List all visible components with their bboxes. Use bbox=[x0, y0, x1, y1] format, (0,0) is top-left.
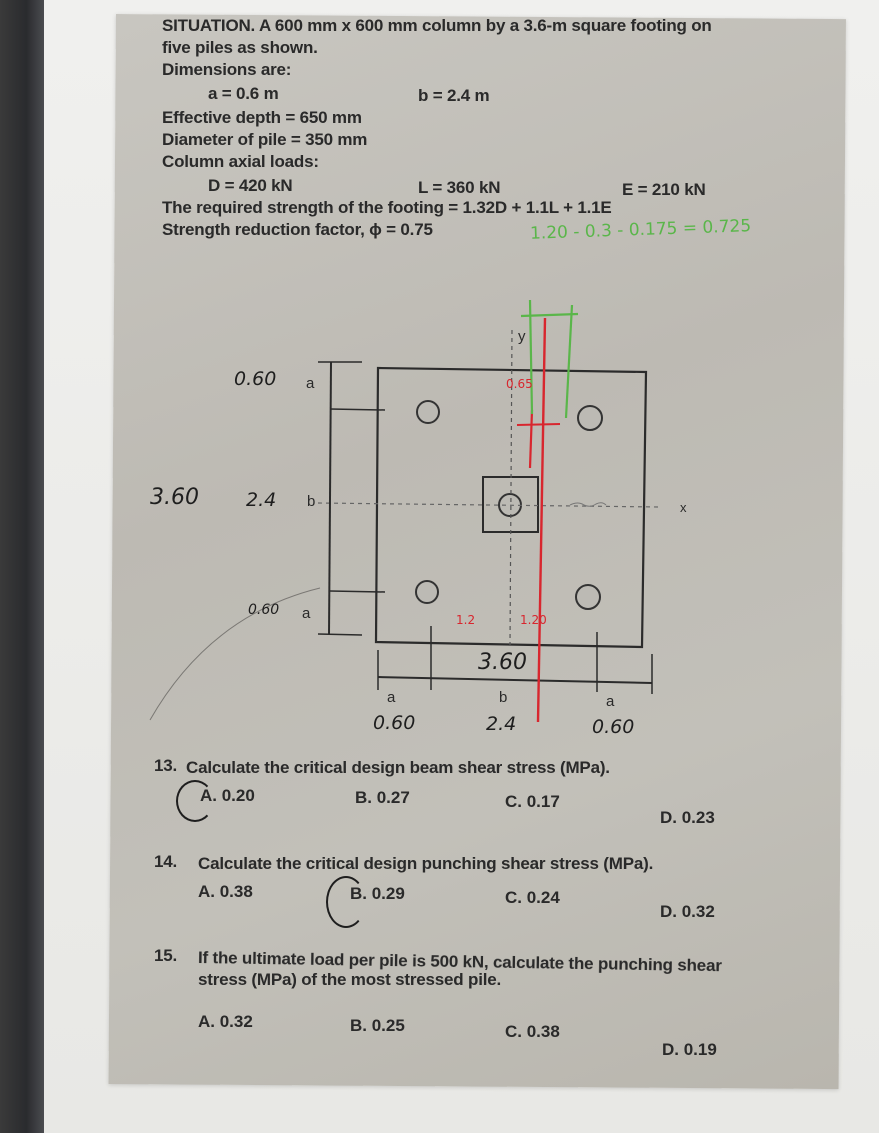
question-13-text: Calculate the critical design beam shear… bbox=[186, 758, 610, 777]
x-axis-label: x bbox=[680, 500, 687, 515]
hand-red-dist-top: 0.65 bbox=[506, 377, 533, 391]
pile-bottom-left-icon bbox=[415, 580, 439, 604]
q15-choice-d[interactable]: D. 0.19 bbox=[662, 1040, 717, 1059]
hand-bottom-left: 0.60 bbox=[373, 712, 416, 734]
bottom-label-a-right: a bbox=[606, 693, 615, 710]
left-label-a-bottom: a bbox=[302, 605, 311, 622]
question-14-text: Calculate the critical design punching s… bbox=[198, 854, 654, 873]
hand-bot-a-value: 0.60 bbox=[248, 602, 280, 618]
left-dimension-line bbox=[328, 361, 332, 636]
q13-choice-c[interactable]: C. 0.17 bbox=[505, 792, 560, 811]
question-15-number: 15. bbox=[154, 946, 178, 965]
q13-choice-d[interactable]: D. 0.23 bbox=[660, 808, 715, 827]
x-axis-line bbox=[317, 502, 661, 508]
q14-choice-c[interactable]: C. 0.24 bbox=[505, 888, 560, 907]
pile-diameter: Diameter of pile = 350 mm bbox=[162, 130, 368, 149]
hand-bottom-mid: 2.4 bbox=[486, 713, 517, 735]
situation-line-2: five piles as shown. bbox=[162, 38, 318, 57]
left-label-b: b bbox=[307, 493, 316, 510]
pile-top-left-icon bbox=[416, 400, 440, 424]
piles bbox=[415, 400, 603, 610]
footing-outline bbox=[374, 366, 648, 649]
red-critical-section-line bbox=[536, 317, 547, 723]
load-earthquake: E = 210 kN bbox=[622, 180, 706, 199]
effective-depth: Effective depth = 650 mm bbox=[162, 108, 362, 127]
q15-choice-a[interactable]: A. 0.32 bbox=[198, 1012, 253, 1031]
bottom-dimension-line bbox=[377, 676, 653, 684]
pile-top-right-icon bbox=[577, 405, 603, 431]
question-13-number: 13. bbox=[154, 756, 178, 775]
pile-bottom-right-icon bbox=[575, 584, 601, 610]
load-dead: D = 420 kN bbox=[208, 176, 293, 195]
q13-answer-circle-icon bbox=[176, 780, 214, 822]
load-live: L = 360 kN bbox=[418, 178, 501, 197]
hand-bottom-right: 0.60 bbox=[592, 716, 635, 738]
question-14-number: 14. bbox=[154, 852, 178, 871]
strength-reduction-factor: Strength reduction factor, ϕ = 0.75 bbox=[162, 220, 433, 239]
hand-red-left-half: 1.2 bbox=[456, 613, 476, 627]
q15-choice-b[interactable]: B. 0.25 bbox=[350, 1016, 405, 1035]
hand-total-left: 3.60 bbox=[150, 485, 199, 510]
required-strength: The required strength of the footing = 1… bbox=[162, 198, 612, 217]
q15-choice-c[interactable]: C. 0.38 bbox=[505, 1022, 560, 1041]
q14-choice-a[interactable]: A. 0.38 bbox=[198, 882, 253, 901]
y-axis-label: y bbox=[518, 328, 526, 345]
dimension-a: a = 0.6 m bbox=[208, 84, 279, 103]
situation-line-1: SITUATION. A 600 mm x 600 mm column by a… bbox=[162, 16, 712, 35]
hand-top-a-value: 0.60 bbox=[234, 368, 277, 390]
left-label-a-top: a bbox=[306, 375, 315, 392]
faint-arc bbox=[149, 587, 321, 721]
q13-choice-b[interactable]: B. 0.27 bbox=[355, 788, 410, 807]
dimension-b: b = 2.4 m bbox=[418, 86, 490, 105]
q14-answer-circle-icon bbox=[326, 876, 366, 928]
loads-label: Column axial loads: bbox=[162, 152, 319, 171]
hand-bottom-total: 3.60 bbox=[478, 650, 527, 675]
q14-choice-d[interactable]: D. 0.32 bbox=[660, 902, 715, 921]
bottom-label-a-left: a bbox=[387, 689, 396, 706]
hand-red-right-half: 1.20 bbox=[520, 613, 547, 627]
hand-mid-b-value: 2.4 bbox=[246, 489, 277, 511]
device-bezel bbox=[0, 0, 44, 1133]
question-15-text-2: stress (MPa) of the most stressed pile. bbox=[198, 970, 502, 989]
dimensions-label: Dimensions are: bbox=[162, 60, 292, 79]
bottom-label-b: b bbox=[499, 689, 508, 706]
